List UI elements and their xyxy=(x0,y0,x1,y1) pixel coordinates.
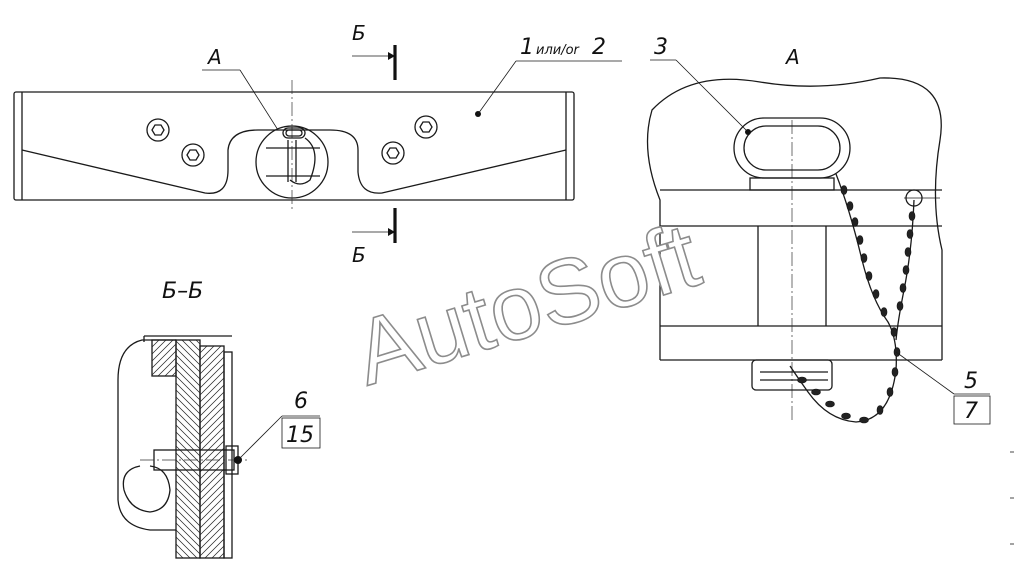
label-part-2: 2 xyxy=(592,35,606,60)
label-section-cut-bottom: Б xyxy=(352,243,366,267)
label-part-6: 6 xyxy=(294,389,308,414)
label-part-3: 3 xyxy=(654,35,668,60)
detail-view-a xyxy=(646,59,991,425)
bolt-right-lower xyxy=(381,141,405,165)
watermark: AutoSoft xyxy=(343,204,710,405)
bolt-left-upper xyxy=(146,118,170,142)
chain xyxy=(789,173,940,424)
label-part-15: 15 xyxy=(286,423,314,448)
label-section-cut-top: Б xyxy=(352,21,366,45)
section-b-b xyxy=(117,335,321,559)
label-section-title: Б–Б xyxy=(162,279,203,304)
bolt-right-upper xyxy=(414,115,438,139)
label-view-a-leader: А xyxy=(206,45,222,69)
bolt-left-lower xyxy=(181,143,205,167)
label-view-a-title: А xyxy=(784,45,800,69)
label-part-5: 5 xyxy=(964,369,978,394)
bracket-view xyxy=(13,45,622,243)
label-part-1-suffix: или/or xyxy=(536,43,581,58)
label-part-1: 1 xyxy=(520,35,534,60)
label-part-7: 7 xyxy=(964,399,978,424)
